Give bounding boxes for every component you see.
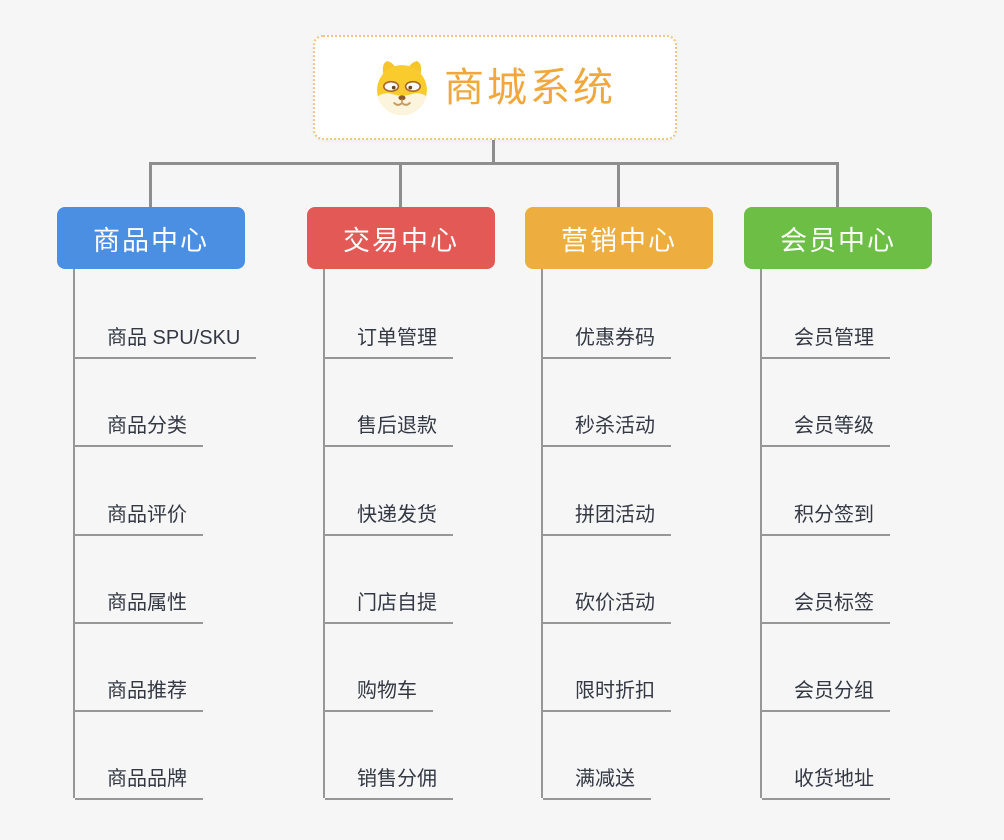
branch-rail: 商品 SPU/SKU 商品分类 商品评价 商品属性 商品推荐 商品品牌 (73, 269, 257, 801)
connector-branch-stub-1 (149, 162, 152, 208)
connector-root-stub (492, 139, 495, 163)
leaf-label: 商品 SPU/SKU (75, 328, 257, 360)
leaf-label: 门店自提 (325, 593, 453, 624)
connector-branch-stub-4 (836, 162, 839, 208)
leaf-node[interactable]: 商品分类 (75, 357, 245, 448)
leaf-node[interactable]: 收货地址 (762, 710, 932, 801)
leaf-node[interactable]: 门店自提 (325, 534, 495, 624)
leaf-node[interactable]: 商品评价 (75, 445, 245, 536)
branch-rail: 订单管理 售后退款 快递发货 门店自提 购物车 销售分佣 (323, 269, 495, 801)
branch-node-trade-center[interactable]: 交易中心 (307, 207, 495, 269)
connector-branch-stub-2 (399, 162, 402, 208)
leaf-node[interactable]: 满减送 (543, 710, 713, 801)
leaf-label: 商品品牌 (75, 769, 203, 801)
leaf-label: 秒杀活动 (543, 416, 671, 448)
leaf-node[interactable]: 拼团活动 (543, 445, 713, 536)
leaf-label: 商品评价 (75, 505, 203, 536)
leaf-node[interactable]: 会员等级 (762, 357, 932, 448)
leaf-label: 快递发货 (325, 505, 453, 536)
leaf-label: 会员标签 (762, 593, 890, 624)
leaf-label: 会员管理 (762, 328, 890, 360)
leaf-label: 限时折扣 (543, 681, 671, 712)
branch-node-product-center[interactable]: 商品中心 (57, 207, 245, 269)
leaf-label: 拼团活动 (543, 505, 671, 536)
branch-trade-center: 交易中心 订单管理 售后退款 快递发货 门店自提 购物车 销售分佣 (307, 207, 495, 801)
branch-rail: 会员管理 会员等级 积分签到 会员标签 会员分组 收货地址 (760, 269, 932, 801)
branch-product-center: 商品中心 商品 SPU/SKU 商品分类 商品评价 商品属性 商品推荐 商品品牌 (57, 207, 257, 801)
leaf-label: 满减送 (543, 769, 651, 801)
leaf-label: 积分签到 (762, 505, 890, 536)
leaf-node[interactable]: 砍价活动 (543, 534, 713, 624)
leaf-node[interactable]: 商品品牌 (75, 710, 245, 801)
leaf-node[interactable]: 购物车 (325, 622, 495, 712)
root-node-mall-system[interactable]: 商城系统 (313, 35, 677, 140)
leaf-label: 商品属性 (75, 593, 203, 624)
shiba-dog-icon (377, 60, 427, 115)
leaf-node[interactable]: 售后退款 (325, 357, 495, 448)
leaf-label: 砍价活动 (543, 593, 671, 624)
leaf-label: 收货地址 (762, 769, 890, 801)
leaf-node[interactable]: 商品推荐 (75, 622, 245, 712)
leaf-node[interactable]: 订单管理 (325, 269, 495, 360)
leaf-node[interactable]: 会员标签 (762, 534, 932, 624)
branch-marketing-center: 营销中心 优惠券码 秒杀活动 拼团活动 砍价活动 限时折扣 满减送 (525, 207, 713, 801)
leaf-node[interactable]: 限时折扣 (543, 622, 713, 712)
connector-bus-line (149, 162, 839, 165)
branch-member-center: 会员中心 会员管理 会员等级 积分签到 会员标签 会员分组 收货地址 (744, 207, 932, 801)
leaf-label: 售后退款 (325, 416, 453, 448)
leaf-label: 会员分组 (762, 681, 890, 712)
leaf-label: 商品推荐 (75, 681, 203, 712)
leaf-label: 订单管理 (325, 328, 453, 360)
leaf-label: 会员等级 (762, 416, 890, 448)
leaf-node[interactable]: 积分签到 (762, 445, 932, 536)
leaf-label: 购物车 (325, 681, 433, 712)
leaf-node[interactable]: 商品属性 (75, 534, 245, 624)
leaf-label: 优惠券码 (543, 328, 671, 360)
leaf-node[interactable]: 会员分组 (762, 622, 932, 712)
leaf-label: 商品分类 (75, 416, 203, 448)
leaf-label: 销售分佣 (325, 769, 453, 801)
leaf-node[interactable]: 商品 SPU/SKU (75, 269, 257, 360)
connector-branch-stub-3 (617, 162, 620, 208)
branch-node-marketing-center[interactable]: 营销中心 (525, 207, 713, 269)
leaf-node[interactable]: 快递发货 (325, 445, 495, 536)
branch-node-member-center[interactable]: 会员中心 (744, 207, 932, 269)
leaf-node[interactable]: 秒杀活动 (543, 357, 713, 448)
leaf-node[interactable]: 优惠券码 (543, 269, 713, 360)
leaf-node[interactable]: 销售分佣 (325, 710, 495, 801)
leaf-node[interactable]: 会员管理 (762, 269, 932, 360)
branch-rail: 优惠券码 秒杀活动 拼团活动 砍价活动 限时折扣 满减送 (541, 269, 713, 801)
root-node-title: 商城系统 (444, 65, 616, 110)
